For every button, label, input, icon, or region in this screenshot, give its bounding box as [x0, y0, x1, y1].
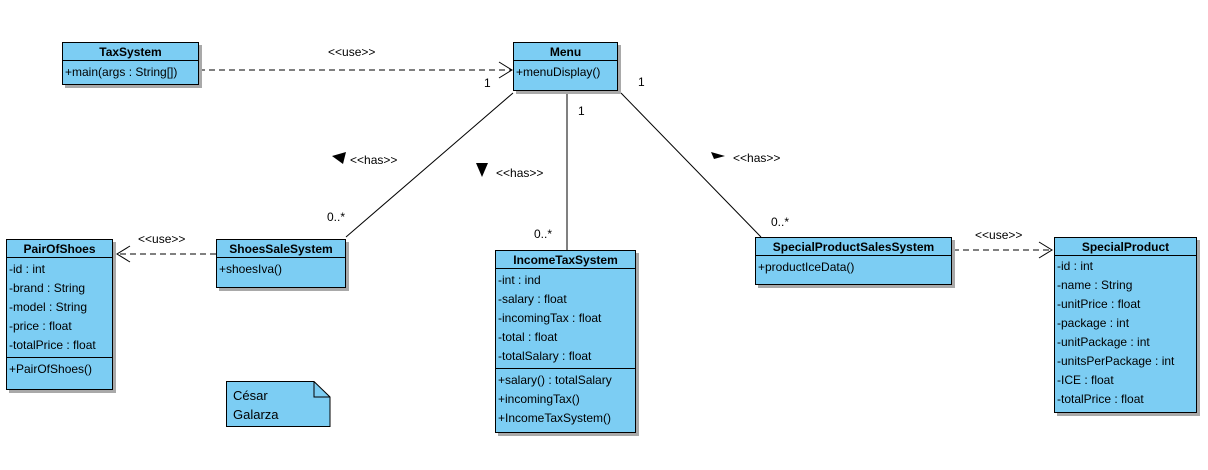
operation: +shoesIva(): [219, 262, 283, 276]
operation: +IncomeTaxSystem(): [498, 411, 612, 425]
attribute: -brand : String: [9, 281, 86, 295]
attribute: -total : float: [498, 330, 558, 344]
attributes-section: -id : int -brand : String -model : Strin…: [7, 258, 112, 358]
multiplicity-menu-shoes: 0..*: [327, 210, 346, 224]
class-pairofshoes[interactable]: PairOfShoes -id : int -brand : String -m…: [6, 239, 113, 390]
operations-section: +PairOfShoes(): [7, 358, 112, 389]
class-menu[interactable]: Menu +menuDisplay(): [513, 42, 618, 91]
association-menu-shoes: [345, 92, 514, 238]
open-arrowhead-specialproduct: [1038, 241, 1053, 259]
class-incometaxsystem[interactable]: IncomeTaxSystem -int : ind -salary : flo…: [495, 250, 636, 433]
multiplicity-taxsystem-menu: 1: [484, 76, 491, 90]
direction-triangle-special: [711, 152, 725, 159]
author-note[interactable]: César Galarza: [226, 381, 331, 427]
stereotype-taxsystem-menu: <<use>>: [328, 45, 376, 59]
operations-section: +salary() : totalSalary +incomingTax() +…: [496, 369, 635, 432]
attribute: -int : ind: [498, 273, 541, 287]
stereotype-menu-income: <<has>>: [496, 166, 544, 180]
attributes-section: -id : int -name : String -unitPrice : fl…: [1055, 256, 1196, 411]
attribute: -unitsPerPackage : int: [1057, 354, 1175, 368]
direction-triangle-income: [476, 163, 488, 177]
class-name: TaxSystem: [63, 43, 198, 61]
class-name: IncomeTaxSystem: [496, 251, 635, 269]
attribute: -totalPrice : float: [9, 338, 96, 352]
direction-triangle-shoes: [332, 152, 346, 164]
open-arrowhead-pairofshoes: [116, 245, 131, 263]
attribute: -totalSalary : float: [498, 349, 592, 363]
operations-section: +main(args : String[]): [63, 61, 198, 84]
attribute: -unitPackage : int: [1057, 335, 1150, 349]
attribute: -package : int: [1057, 316, 1130, 330]
operation: +main(args : String[]): [65, 65, 178, 79]
attribute: -unitPrice : float: [1057, 297, 1141, 311]
attribute: -name : String: [1057, 278, 1133, 292]
multiplicity-menu-income-source: 1: [578, 104, 585, 118]
class-specialproductsalessystem[interactable]: SpecialProductSalesSystem +productIceDat…: [755, 237, 952, 285]
stereotype-menu-shoes: <<has>>: [350, 153, 398, 167]
operation: +incomingTax(): [498, 392, 580, 406]
note-line-1: César: [233, 388, 268, 403]
operation: +productIceData(): [758, 260, 855, 274]
open-arrowhead-menu: [498, 61, 513, 79]
operation: +menuDisplay(): [516, 65, 601, 79]
operation: +salary() : totalSalary: [498, 373, 612, 387]
multiplicity-menu-special-source: 1: [638, 75, 645, 89]
note-text: César Galarza: [233, 386, 279, 424]
multiplicity-menu-special-target: 0..*: [771, 215, 790, 229]
attribute: -model : String: [9, 300, 88, 314]
attribute: -id : int: [9, 262, 46, 276]
operation: +PairOfShoes(): [9, 362, 93, 376]
class-specialproduct[interactable]: SpecialProduct -id : int -name : String …: [1054, 237, 1197, 413]
note-shape: [226, 381, 331, 427]
class-name: ShoesSaleSystem: [217, 240, 345, 258]
attribute: -price : float: [9, 319, 72, 333]
note-line-2: Galarza: [233, 407, 279, 422]
class-shoessalesystem[interactable]: ShoesSaleSystem +shoesIva(): [216, 239, 346, 288]
attribute: -totalPrice : float: [1057, 392, 1144, 406]
operations-section: +productIceData(): [756, 256, 951, 284]
class-name: PairOfShoes: [7, 240, 112, 258]
stereotype-special-product: <<use>>: [975, 228, 1023, 242]
class-name: SpecialProduct: [1055, 238, 1196, 256]
association-menu-special: [620, 92, 762, 238]
class-name: Menu: [514, 43, 617, 61]
operations-section: +shoesIva(): [217, 258, 345, 287]
attribute: -ICE : float: [1057, 373, 1114, 387]
operations-section: +menuDisplay(): [514, 61, 617, 90]
attributes-section: -int : ind -salary : float -incomingTax …: [496, 269, 635, 369]
class-name: SpecialProductSalesSystem: [756, 238, 951, 256]
attribute: -salary : float: [498, 292, 567, 306]
attribute: -incomingTax : float: [498, 311, 602, 325]
attribute: -id : int: [1057, 259, 1094, 273]
stereotype-shoes-pair: <<use>>: [138, 232, 186, 246]
class-taxsystem[interactable]: TaxSystem +main(args : String[]): [62, 42, 199, 85]
multiplicity-menu-income-target: 0..*: [534, 227, 553, 241]
stereotype-menu-special: <<has>>: [733, 151, 781, 165]
